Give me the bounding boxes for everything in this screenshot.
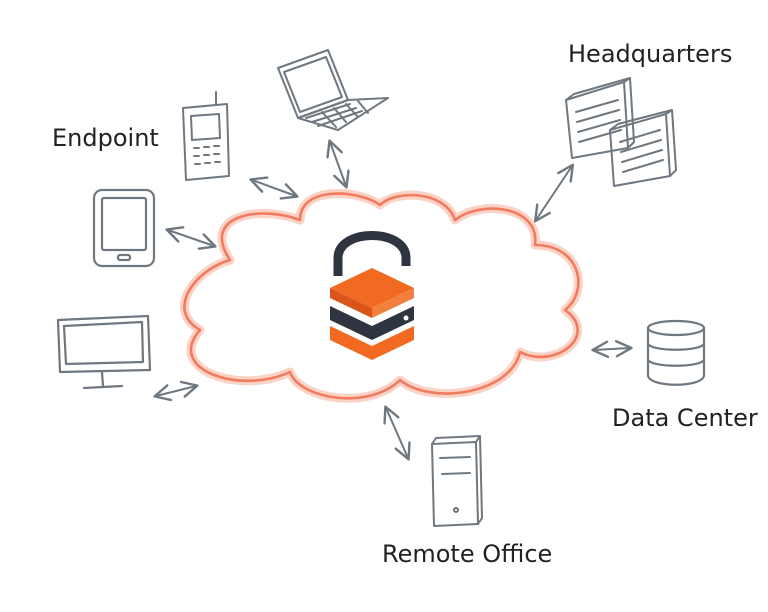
label-remote-office: Remote Office — [382, 540, 552, 568]
arrow-laptop — [326, 139, 350, 189]
cloud — [179, 189, 583, 403]
mobile-phone-icon — [182, 91, 230, 181]
cloud-lock-logo-icon — [330, 231, 414, 360]
label-headquarters: Headquarters — [568, 40, 732, 68]
label-endpoint: Endpoint — [52, 124, 159, 152]
arrow-monitor — [153, 380, 199, 402]
tower-pc-icon — [431, 435, 483, 527]
server-rack-icon — [565, 77, 677, 187]
label-data-center: Data Center — [612, 404, 758, 432]
tablet-icon — [92, 188, 156, 268]
connection-arrows — [153, 139, 633, 461]
desktop-monitor-icon — [56, 314, 152, 390]
arrow-tablet — [165, 226, 217, 250]
laptop-icon — [277, 49, 389, 131]
arrow-headquarters — [533, 163, 575, 223]
arrow-remote-office — [383, 405, 411, 461]
arrow-phone — [249, 176, 299, 200]
arrow-data-center — [591, 340, 633, 358]
database-icon — [646, 319, 706, 386]
